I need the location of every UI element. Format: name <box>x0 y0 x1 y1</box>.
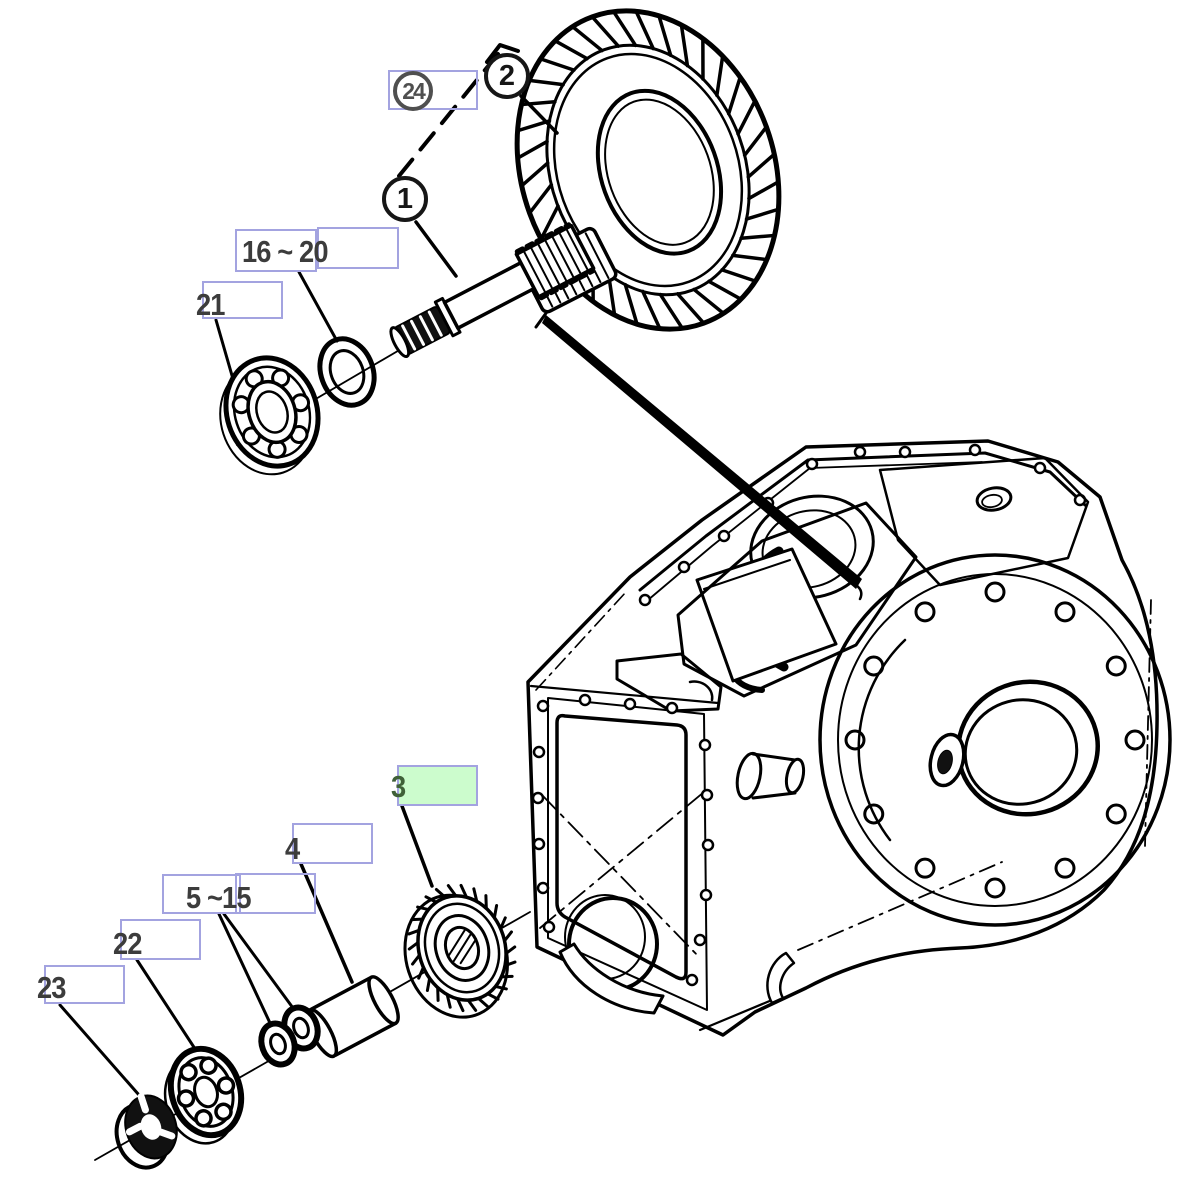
leader-23 <box>58 1003 141 1097</box>
roof-oval-hole <box>975 486 1013 512</box>
hotspot-4[interactable] <box>292 823 373 864</box>
spacer-drawing <box>305 975 400 1059</box>
nut-drawing <box>114 1093 178 1170</box>
callout-4: 4 <box>285 831 300 866</box>
rear-flange-bolt-holes <box>844 581 1146 899</box>
rear-seam <box>857 638 907 842</box>
leader-24-bracket <box>485 43 520 64</box>
roof-edge-hidden-line <box>535 591 627 691</box>
hotspot-21[interactable] <box>202 281 283 319</box>
front-top-edge <box>529 684 720 705</box>
assembly-pointer <box>542 315 862 589</box>
small-washers-drawing <box>258 1004 321 1068</box>
leader-24-dashed <box>384 52 500 194</box>
shim-washer-drawing <box>317 336 377 408</box>
leader-3 <box>400 804 434 888</box>
hotspot-16-20-a[interactable] <box>235 229 317 272</box>
front-flange-mid <box>547 697 708 1011</box>
case-silhouette <box>526 439 1159 1037</box>
hotspot-23[interactable] <box>44 965 125 1004</box>
hotspot-24[interactable]: 24 <box>388 70 478 111</box>
bearing-22-drawing <box>163 1045 245 1145</box>
callout-16-20: 16 ~ 20 <box>242 234 329 269</box>
pointer-fin <box>766 951 796 1005</box>
front-crescent-slot <box>558 942 665 1015</box>
interior-brace <box>695 547 838 683</box>
leader-16-20 <box>297 270 339 343</box>
transmission-case-drawing <box>526 439 1172 1037</box>
ring-gear-teeth <box>515 9 781 331</box>
fin-line <box>698 998 774 1032</box>
interior-brace-edge <box>703 559 791 590</box>
callout-21: 21 <box>196 287 225 322</box>
gear-3-spline-hatch <box>447 929 477 965</box>
leader-2 <box>519 94 559 135</box>
roof-oval-hole-inner <box>981 493 1003 509</box>
side-boss-cylinder <box>735 751 806 801</box>
pinion-shaft-drawing <box>389 222 596 358</box>
roof-small-opening-arc <box>688 680 714 702</box>
callout-23: 23 <box>37 970 66 1005</box>
callout-2: 2 <box>484 53 530 99</box>
top-flange-inner-edge <box>638 451 1087 592</box>
callout-3: 3 <box>391 769 406 804</box>
leader-4 <box>299 862 354 984</box>
callout-24: 24 <box>393 71 433 111</box>
roof-right-panel <box>878 456 1090 587</box>
leader-1 <box>414 220 458 278</box>
bearing-21-drawing <box>219 355 321 476</box>
rear-bore-inner <box>963 698 1079 806</box>
front-centerline-b <box>539 791 705 929</box>
assembly-pointer-tip <box>854 583 863 601</box>
front-centerline-a <box>541 794 701 959</box>
callout-22: 22 <box>113 926 142 961</box>
hotspot-5-15-a[interactable] <box>162 874 241 914</box>
rear-flange-outer <box>818 553 1172 927</box>
leader-lines <box>58 43 863 1097</box>
top-opening-rim <box>676 501 918 698</box>
hotspot-16-20-b[interactable] <box>317 227 399 269</box>
bearing-22-balls <box>176 1056 236 1128</box>
gear-3-drawing <box>403 883 517 1019</box>
callout-1: 1 <box>382 176 428 222</box>
leader-5-15 <box>217 912 295 1025</box>
hotspot-5-15-b[interactable] <box>235 873 316 914</box>
lower-axis-hidden <box>797 861 1003 951</box>
side-boss-hole <box>928 732 966 788</box>
roof-small-opening <box>615 652 723 713</box>
hotspot-3-highlighted[interactable] <box>397 765 478 806</box>
right-edge-hidden-line <box>1144 599 1152 847</box>
ring-gear-drawing <box>514 8 782 332</box>
hotspot-22[interactable] <box>120 919 201 960</box>
callout-5-15: 5 ~15 <box>186 880 252 915</box>
leader-22 <box>135 958 203 1060</box>
front-opening-rim <box>555 713 688 981</box>
